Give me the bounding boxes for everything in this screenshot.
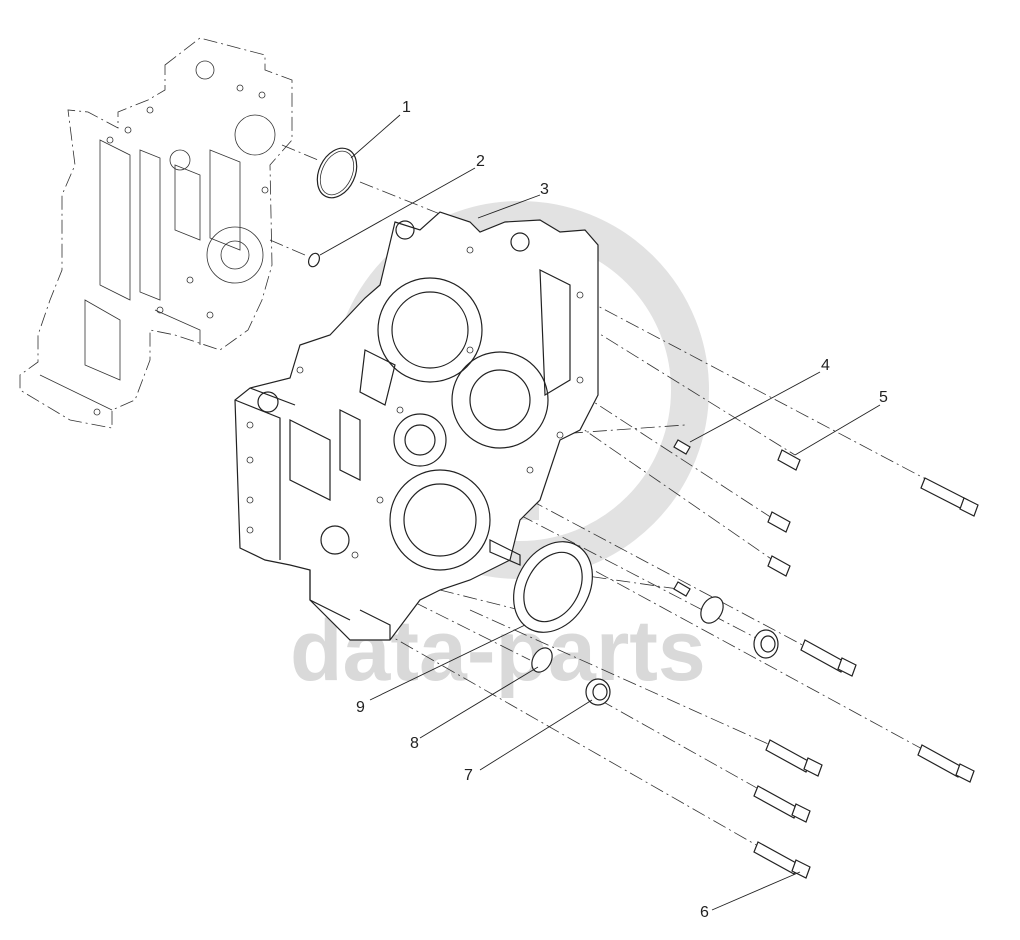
leader-lines — [319, 114, 881, 911]
callout-9: 9 — [356, 699, 365, 716]
o-ring-seal — [531, 596, 724, 673]
callout-2: 2 — [476, 153, 485, 170]
callout-1: 1 — [402, 99, 411, 116]
o-ring-large — [316, 147, 358, 199]
callout-7: 7 — [464, 767, 473, 784]
callout-3: 3 — [540, 181, 549, 198]
o-ring-small — [307, 252, 321, 268]
callout-4: 4 — [821, 357, 830, 374]
bolt-long — [753, 477, 979, 879]
plug — [585, 629, 779, 706]
callout-8: 8 — [410, 735, 419, 752]
bolt-short — [767, 449, 801, 577]
callout-5: 5 — [879, 389, 888, 406]
callout-6: 6 — [700, 904, 709, 921]
front-cover — [234, 211, 599, 641]
engine-block — [19, 37, 293, 429]
dowel-pin — [673, 439, 691, 597]
crankshaft-seal — [513, 541, 593, 633]
